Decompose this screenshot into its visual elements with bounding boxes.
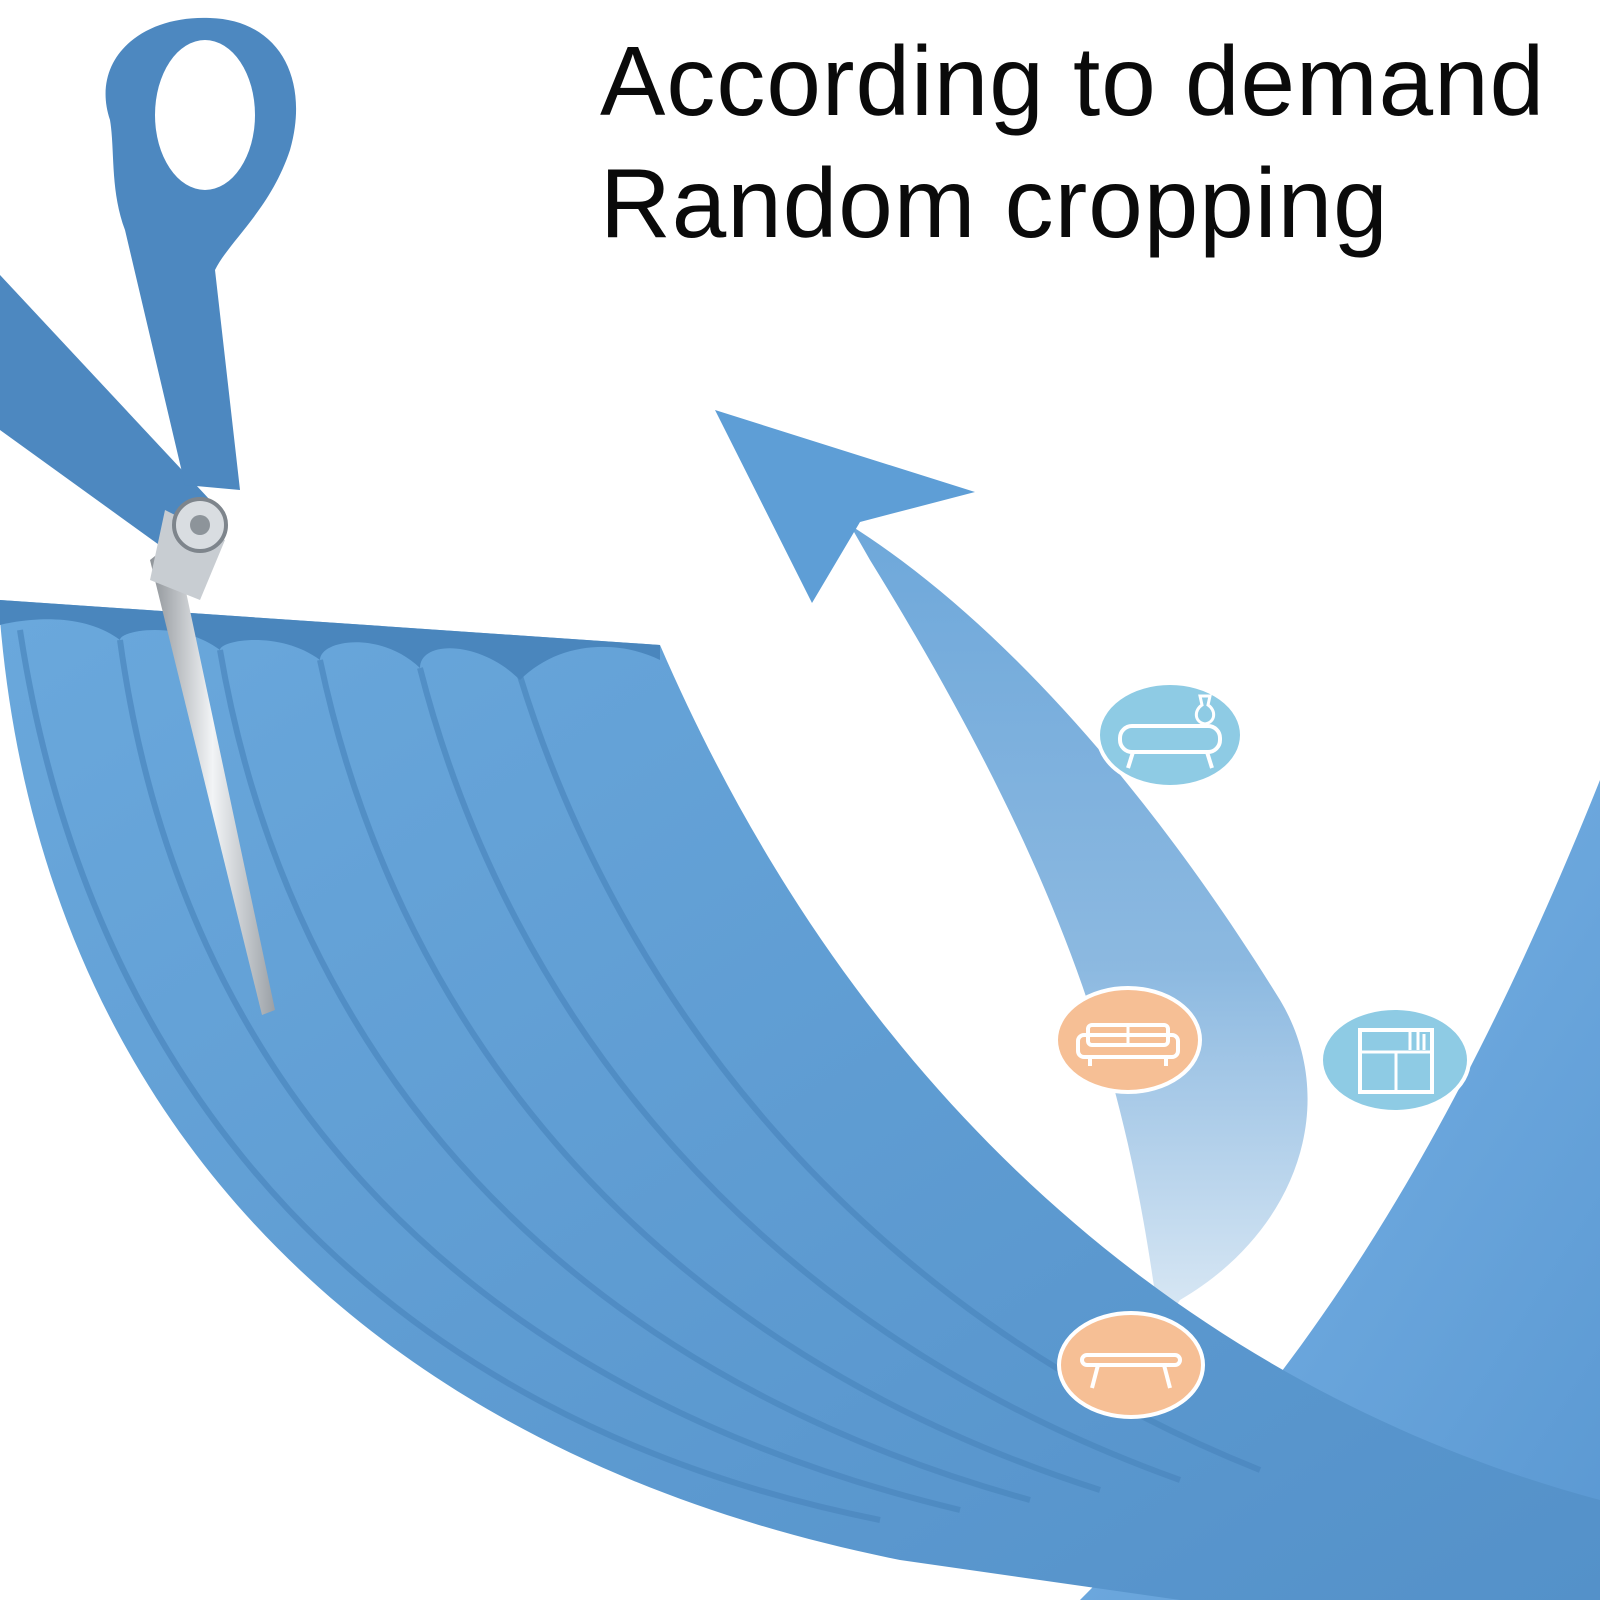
right-curved-sheet — [1080, 780, 1600, 1600]
scissors-icon — [0, 17, 297, 1015]
sofa-icon — [1054, 986, 1202, 1094]
headline-line-2: Random cropping — [600, 148, 1389, 258]
headline-text: According to demand Random cropping — [600, 20, 1545, 264]
headline-line-1: According to demand — [600, 26, 1546, 136]
coffee-table-icon — [1057, 1311, 1205, 1419]
tv-cabinet-icon — [1096, 681, 1244, 789]
curved-arrow-head — [715, 410, 975, 603]
curved-arrow-body — [850, 525, 1308, 1330]
bookshelf-cabinet-icon — [1319, 1006, 1471, 1114]
